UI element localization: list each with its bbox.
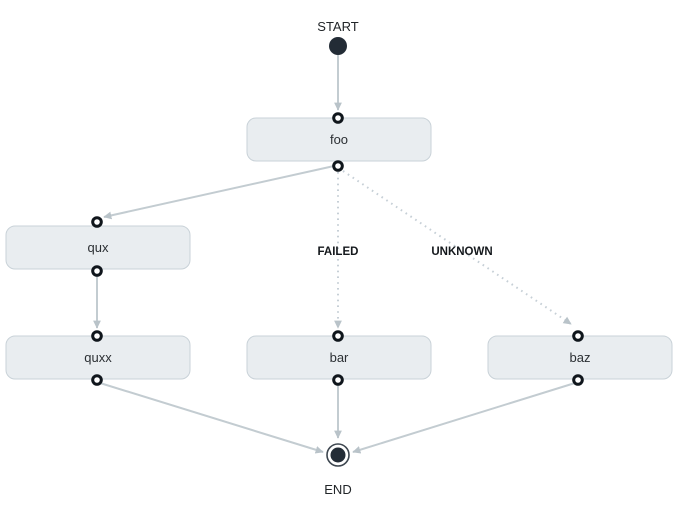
node-quxx[interactable]: quxx [5,335,191,380]
port-bar-in[interactable] [332,330,344,342]
port-bar-out[interactable] [332,374,344,386]
node-bar-label: bar [330,350,349,365]
end-node-circle[interactable] [330,447,346,463]
terminals-layer: START END [317,19,358,497]
edge-baz-end[interactable] [352,382,576,454]
node-quxx-label: quxx [84,350,112,365]
edge-quxx-end[interactable] [99,382,324,454]
ports-layer [91,112,584,386]
end-node-ring [326,443,350,467]
edge-foo-qux[interactable] [103,165,335,220]
end-node-label: END [324,482,351,497]
edge-labels-layer: FAILED UNKNOWN [318,246,493,258]
edge-label-unknown: UNKNOWN [431,246,492,258]
port-quxx-in[interactable] [91,330,103,342]
port-qux-out[interactable] [91,265,103,277]
node-bar[interactable]: bar [246,335,432,380]
node-foo[interactable]: foo [246,117,432,162]
node-qux-label: qux [88,240,109,255]
node-foo-label: foo [330,132,348,147]
node-qux[interactable]: qux [5,225,191,270]
edges-layer [93,55,576,454]
terminal-start[interactable]: START [317,19,359,55]
port-baz-out[interactable] [572,374,584,386]
port-foo-in[interactable] [332,112,344,124]
node-baz[interactable]: baz [487,335,673,380]
start-node-label: START [317,19,358,34]
edge-label-failed: FAILED [318,246,359,258]
port-baz-in[interactable] [572,330,584,342]
node-baz-label: baz [570,350,591,365]
port-qux-in[interactable] [91,216,103,228]
port-quxx-out[interactable] [91,374,103,386]
port-foo-out[interactable] [332,160,344,172]
terminal-end[interactable]: END [324,443,352,497]
start-node-circle[interactable] [329,37,347,55]
